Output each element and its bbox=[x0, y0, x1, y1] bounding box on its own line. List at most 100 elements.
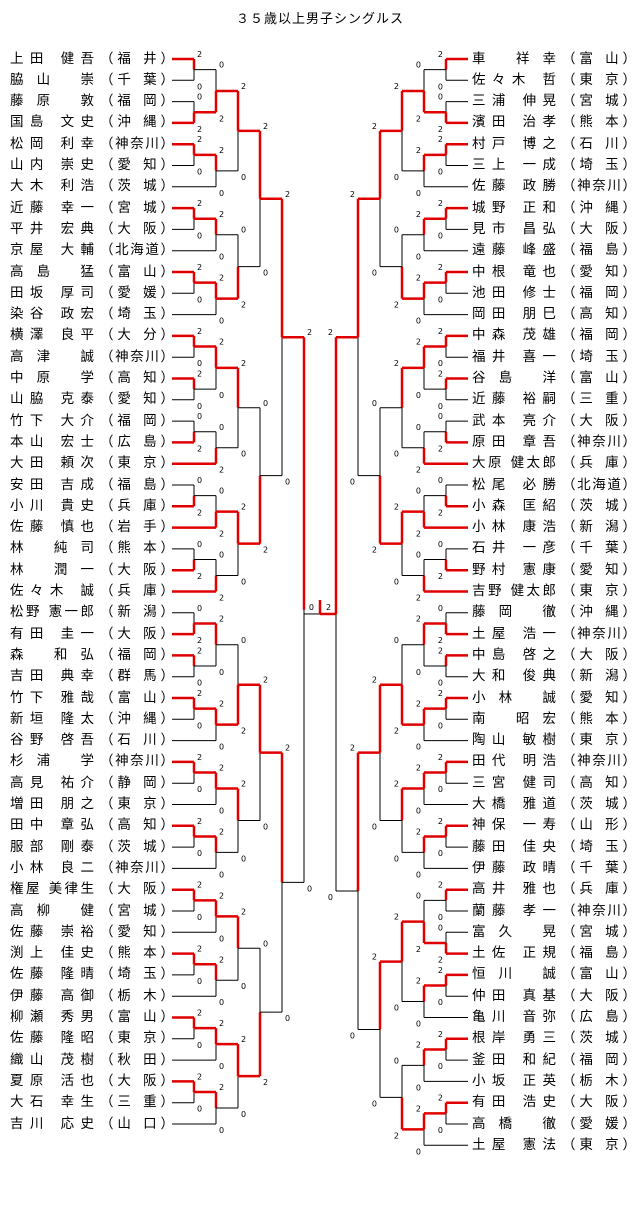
entrant-prefecture: （熊 本） bbox=[562, 710, 636, 727]
bracket-score: 0 bbox=[416, 870, 421, 879]
bracket-score: 0 bbox=[438, 476, 443, 485]
entrant-name: 土屋 憲法 bbox=[472, 1136, 556, 1153]
entrant-prefecture: （高 知） bbox=[100, 370, 174, 386]
entrant-name: 森 和弘 bbox=[10, 646, 94, 663]
left-entrant: 増田 朋之 （東 京） bbox=[10, 795, 174, 814]
entrant-name: 夏原 活也 bbox=[10, 1072, 94, 1089]
entrant-prefecture: （福 岡） bbox=[100, 412, 174, 429]
bracket-score: 0 bbox=[416, 551, 421, 560]
entrant-name: 林 潤一 bbox=[10, 561, 94, 578]
left-entrant: 新垣 隆太（沖 縄） bbox=[10, 710, 174, 729]
entrant-name: 有田 圭一 bbox=[10, 625, 94, 642]
entrant-name: 京屋 大輔 bbox=[10, 242, 94, 259]
entrant-prefecture: （兵 庫） bbox=[100, 497, 174, 514]
entrant-name: 田坂 厚司 bbox=[10, 284, 94, 301]
entrant-name: 小林 康浩 bbox=[472, 519, 556, 536]
bracket-score: 0 bbox=[197, 82, 202, 91]
right-entrant: 中森 茂雄（福 岡） bbox=[472, 326, 636, 345]
right-entrant: 車 祥幸（富 山） bbox=[472, 50, 636, 69]
entrant-name: 谷野 啓吾 bbox=[10, 732, 94, 749]
bracket-score: 2 bbox=[307, 328, 312, 337]
entrant-prefecture: （石 川） bbox=[100, 732, 174, 749]
right-entrant: 福井 喜一（埼 玉） bbox=[472, 348, 636, 367]
bracket-score: 0 bbox=[241, 854, 246, 863]
bracket-score: 2 bbox=[197, 135, 202, 144]
bracket-score: 0 bbox=[263, 399, 268, 408]
bracket-score: 0 bbox=[241, 1110, 246, 1119]
bracket-score: 0 bbox=[372, 822, 377, 831]
right-entrant: 谷島 洋（富 山） bbox=[472, 369, 636, 388]
right-entrant: 富久 晃（宮 城） bbox=[472, 923, 636, 942]
entrant-prefecture: （茨 城） bbox=[100, 838, 174, 855]
bracket-score: 2 bbox=[394, 727, 399, 736]
left-entrant: 田中 章弘（高 知） bbox=[10, 816, 174, 835]
bracket-score: 0 bbox=[416, 1147, 421, 1156]
right-entrant: 濱田 治孝（熊 本） bbox=[472, 113, 636, 132]
right-entrant: 見市 昌弘（大 阪） bbox=[472, 220, 636, 239]
entrant-prefecture: （山 形） bbox=[562, 817, 636, 834]
entrant-prefecture: （千 葉） bbox=[562, 540, 636, 557]
entrant-name: 根岸 勇三 bbox=[472, 1030, 556, 1047]
entrant-prefecture: （福 島） bbox=[562, 945, 636, 962]
bracket-score: 2 bbox=[416, 274, 421, 283]
bracket-score: 2 bbox=[197, 572, 202, 581]
entrant-prefecture: （三 重） bbox=[100, 1094, 174, 1111]
right-entrant: 小坂 正英（栃 木） bbox=[472, 1072, 636, 1091]
bracket-score: 0 bbox=[350, 1031, 355, 1040]
bracket-score: 2 bbox=[197, 945, 202, 954]
entrant-prefecture: （沖 縄） bbox=[100, 710, 174, 727]
entrant-name: 増田 朋之 bbox=[10, 796, 94, 812]
right-entrant: 陶山 敏樹（東 京） bbox=[472, 731, 636, 750]
bracket-score: 0 bbox=[219, 423, 224, 432]
entrant-prefecture: （神奈川） bbox=[562, 625, 636, 642]
entrant-name: 松岡 利幸 bbox=[10, 135, 94, 152]
bracket-score: 0 bbox=[241, 982, 246, 991]
left-entrant: 吉川 応史（山 口） bbox=[10, 1115, 174, 1134]
bracket-score: 0 bbox=[416, 423, 421, 432]
entrant-prefecture: （大 阪） bbox=[100, 625, 174, 642]
entrant-name: 城野 正和 bbox=[472, 199, 556, 216]
bracket-score: 2 bbox=[219, 530, 224, 539]
left-entrant: 谷野 啓吾 （石 川） bbox=[10, 731, 174, 750]
bracket-score: 0 bbox=[197, 913, 202, 922]
entrant-name: 恒川 誠 bbox=[472, 966, 556, 983]
entrant-name: 見市 昌弘 bbox=[472, 220, 556, 237]
bracket-score: 2 bbox=[219, 1083, 224, 1092]
entrant-prefecture: （東 京） bbox=[100, 796, 174, 812]
left-entrant: 権屋 美律生（大 阪） bbox=[10, 880, 174, 899]
bracket-score: 2 bbox=[438, 966, 443, 975]
left-entrant: 柳瀬 秀男（富 山） bbox=[10, 1008, 174, 1027]
bracket-score: 0 bbox=[416, 487, 421, 496]
left-entrant: 有田 圭一 （大 阪） bbox=[10, 625, 174, 644]
entrant-name: 近藤 裕嗣 bbox=[472, 391, 556, 408]
entrant-name: 小坂 正英 bbox=[472, 1072, 556, 1089]
entrant-prefecture: （宮 城） bbox=[562, 93, 636, 110]
bracket-title: ３５歳以上男子シングルス bbox=[235, 12, 404, 27]
entrant-prefecture: （福 島） bbox=[100, 476, 174, 493]
left-entrant: 松岡 利幸（神奈川） bbox=[10, 135, 174, 154]
entrant-name: 中原 学 bbox=[10, 370, 94, 386]
bracket-score: 0 bbox=[263, 939, 268, 948]
entrant-prefecture: （東 京） bbox=[100, 1030, 174, 1047]
entrant-name: 蘭藤 孝一 bbox=[472, 902, 556, 919]
left-entrant: 佐藤 隆昭（東 京） bbox=[10, 1029, 174, 1048]
bracket-score: 0 bbox=[219, 1062, 224, 1071]
entrant-prefecture: （沖 縄） bbox=[100, 114, 174, 131]
bracket-score: 2 bbox=[416, 594, 421, 603]
left-entrant: 高見 祐介（静 岡） bbox=[10, 774, 174, 793]
right-entrant: 藤岡 徹（沖 縄） bbox=[472, 603, 636, 622]
entrant-name: 車 祥幸 bbox=[472, 50, 556, 67]
bracket-score: 2 bbox=[241, 82, 246, 91]
entrant-name: 福井 喜一 bbox=[472, 348, 556, 365]
entrant-prefecture: （高 知） bbox=[100, 817, 174, 834]
entrant-name: 藤田 佳央 bbox=[472, 838, 556, 855]
entrant-prefecture: （沖 縄） bbox=[562, 199, 636, 216]
entrant-prefecture: （富 山） bbox=[100, 689, 174, 706]
entrant-name: 柳瀬 秀男 bbox=[10, 1009, 94, 1025]
bracket-score: 0 bbox=[394, 450, 399, 459]
entrant-name: 田代 明浩 bbox=[472, 753, 556, 770]
bracket-score: 2 bbox=[438, 199, 443, 208]
entrant-name: 仲田 真基 bbox=[472, 987, 556, 1004]
entrant-name: 染谷 政宏 bbox=[10, 306, 94, 323]
